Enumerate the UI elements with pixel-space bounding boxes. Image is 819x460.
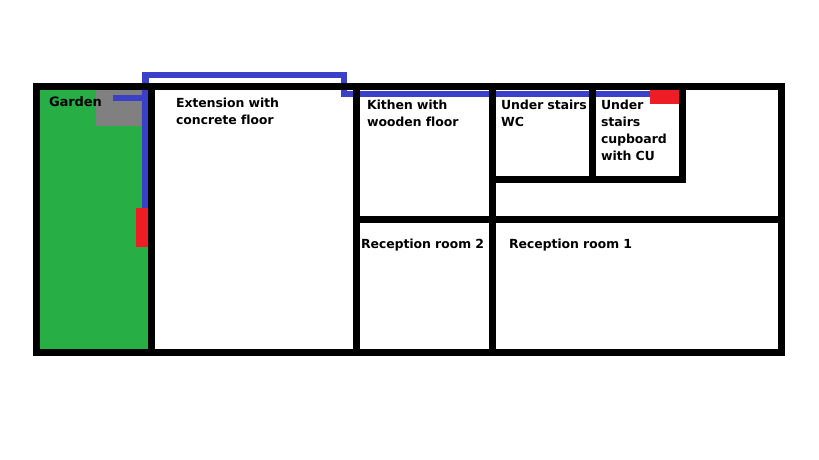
wall-understairs-bottom bbox=[489, 176, 686, 183]
garden-area-fill bbox=[38, 88, 148, 350]
wall-hallway-reception1 bbox=[489, 216, 785, 223]
room-label-extension: Extension with concrete floor bbox=[176, 95, 279, 127]
outer-wall-left bbox=[33, 83, 40, 356]
outer-wall-top bbox=[33, 83, 785, 90]
cable-run-segment-extension-top bbox=[142, 72, 347, 78]
room-label-under-stairs-cupboard: Under stairs cupboard with CU bbox=[601, 97, 667, 163]
cable-run-segment-shed-stub bbox=[113, 95, 147, 101]
wall-garden-extension bbox=[148, 83, 155, 356]
outer-wall-bottom bbox=[33, 349, 785, 356]
room-label-under-stairs-wc: Under stairs WC bbox=[501, 97, 587, 129]
wall-cupboard-right bbox=[679, 83, 686, 183]
room-label-reception-room-2: Reception room 2 bbox=[361, 236, 484, 251]
consumer-unit-marker bbox=[650, 86, 679, 104]
room-label-reception-room-1: Reception room 1 bbox=[509, 236, 632, 251]
room-label-kitchen: Kithen with wooden floor bbox=[367, 97, 459, 129]
wall-kitchen-reception2 bbox=[353, 216, 496, 223]
shed-fill bbox=[96, 88, 141, 126]
room-label-garden: Garden bbox=[49, 95, 102, 110]
wall-wc-cupboard bbox=[589, 83, 596, 183]
cable-run-segment-kitchen-to-cu bbox=[341, 91, 656, 97]
cable-run-segment-garden-vertical bbox=[142, 72, 149, 220]
